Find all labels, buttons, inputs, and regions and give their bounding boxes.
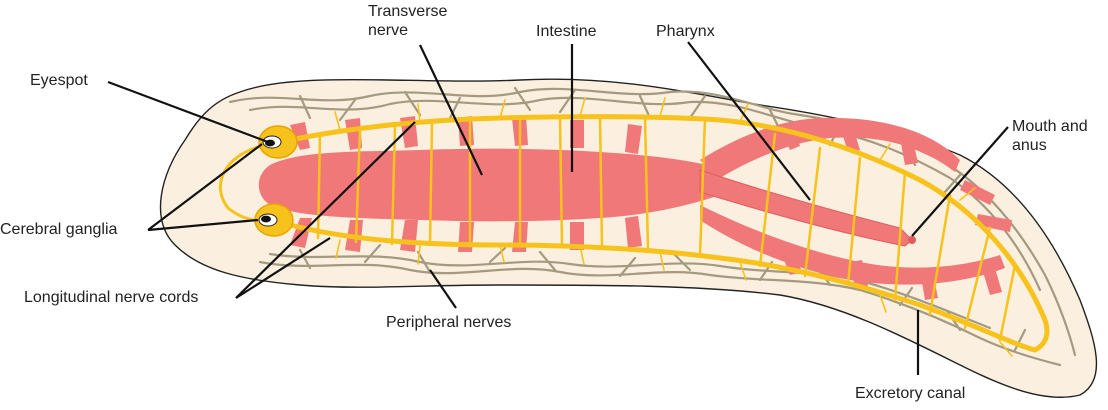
excretory-canal-network — [228, 86, 1077, 367]
eyespots — [258, 135, 282, 227]
label-peripheral-nerves: Peripheral nerves — [386, 314, 512, 331]
leader-eyespot — [107, 80, 269, 144]
leader-peripheral-nerves — [429, 269, 457, 309]
label-mouth-and-anus-line2: anus — [1012, 137, 1047, 154]
label-mouth-and-anus-line1: Mouth and — [1012, 118, 1088, 135]
leader-lines — [107, 41, 1009, 375]
leader-longitudinal-a — [235, 121, 416, 299]
label-mouth-and-anus: Mouth and anus — [1012, 117, 1088, 155]
leader-pharynx — [687, 41, 811, 201]
leader-longitudinal-b — [235, 237, 331, 299]
label-transverse-nerve: Transverse nerve — [368, 2, 447, 40]
label-longitudinal-nerve-cords: Longitudinal nerve cords — [24, 289, 199, 306]
label-intestine: Intestine — [536, 23, 597, 40]
label-transverse-nerve-line2: nerve — [368, 22, 409, 39]
nervous-system — [218, 97, 1050, 357]
pharynx-shape — [699, 169, 913, 247]
leader-mouth-anus — [911, 126, 1009, 237]
label-pharynx: Pharynx — [656, 23, 715, 40]
label-excretory-canal: Excretory canal — [855, 385, 966, 402]
transverse-nerves — [316, 115, 1017, 342]
longitudinal-nerve-cord-upper — [287, 114, 1050, 353]
leader-cerebral-ganglia-b — [147, 218, 259, 232]
label-transverse-nerve-line1: Transverse — [368, 3, 448, 20]
leader-transverse-nerve — [419, 44, 483, 176]
label-cerebral-ganglia: Cerebral ganglia — [0, 221, 118, 238]
mouth-and-anus-dot — [908, 236, 916, 244]
label-eyespot: Eyespot — [30, 72, 88, 89]
leader-cerebral-ganglia-a — [147, 143, 263, 231]
longitudinal-nerve-cord-lower — [287, 222, 1038, 353]
